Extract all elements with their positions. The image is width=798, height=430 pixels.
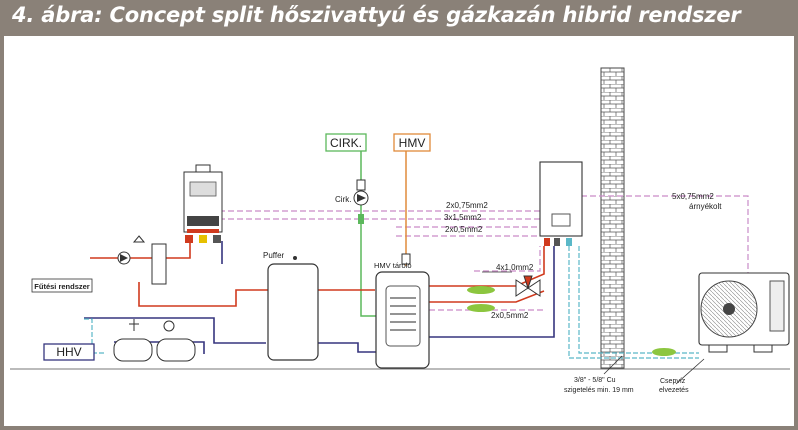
- figure-title: 4. ábra: Concept split hőszivattyú és gá…: [12, 3, 741, 27]
- hmv-label: HMV: [399, 136, 426, 150]
- puffer-tank: [267, 256, 319, 361]
- cable-label-10-4: 4x1,0mm2: [496, 263, 534, 272]
- cable-label-15-3: 3x1,5mm2: [444, 213, 482, 222]
- hhv-label: HHV: [56, 345, 81, 359]
- futesi-box: [31, 278, 93, 293]
- condensate-label-2: elvezetés: [659, 387, 689, 394]
- cable-label-05-2-b: 2x0,5mm2: [491, 311, 529, 320]
- insulation-label: szigetelés min. 19 mm: [564, 387, 634, 394]
- indoor-hydrobox: [539, 161, 583, 246]
- chimney: [600, 67, 625, 369]
- hmv-box: [393, 133, 431, 152]
- cirk-label: CIRK.: [330, 136, 362, 150]
- drain-pipes: [467, 286, 676, 356]
- cable-label-075-2: 2x0,75mm2: [446, 201, 488, 210]
- futesi-label: Fűtési rendszer: [34, 282, 90, 291]
- hmv-valve: [401, 253, 411, 265]
- circulation-pump: [353, 179, 369, 224]
- cable-label-075-5: 5x0,75mm2: [672, 192, 714, 201]
- cirk-pump-label: Cirk.: [335, 195, 351, 204]
- title-bar: 4. ábra: Concept split hőszivattyú és gá…: [4, 0, 794, 36]
- pipe-size-label: 3/8" - 5/8" Cu: [574, 377, 616, 384]
- cirk-line: [360, 151, 376, 317]
- gas-boiler: [183, 164, 223, 233]
- hhv-box: [43, 343, 95, 361]
- puffer-label: Puffer: [263, 251, 285, 260]
- hydraulic-diagram: CIRK. HMV HHV Fűtési rendszer Cirk. Puff…: [10, 67, 790, 394]
- leader-lines: [482, 271, 705, 385]
- outdoor-unit: [698, 272, 790, 353]
- three-way-valve: [515, 275, 541, 297]
- hmv-storage-tank: [375, 271, 430, 369]
- return-lines: [84, 241, 555, 354]
- arnyekolt-label: árnyékolt: [689, 202, 722, 211]
- condensate-label-1: Csepvíz: [660, 378, 686, 385]
- supply-lines: [90, 241, 545, 307]
- boiler-fittings: [117, 235, 221, 285]
- cable-label-05-2-a: 2x0,5mm2: [445, 225, 483, 234]
- expansion-vessels: [113, 319, 196, 362]
- hmv-tarolo-label: HMV tároló: [374, 261, 412, 270]
- cirk-box: [325, 133, 367, 152]
